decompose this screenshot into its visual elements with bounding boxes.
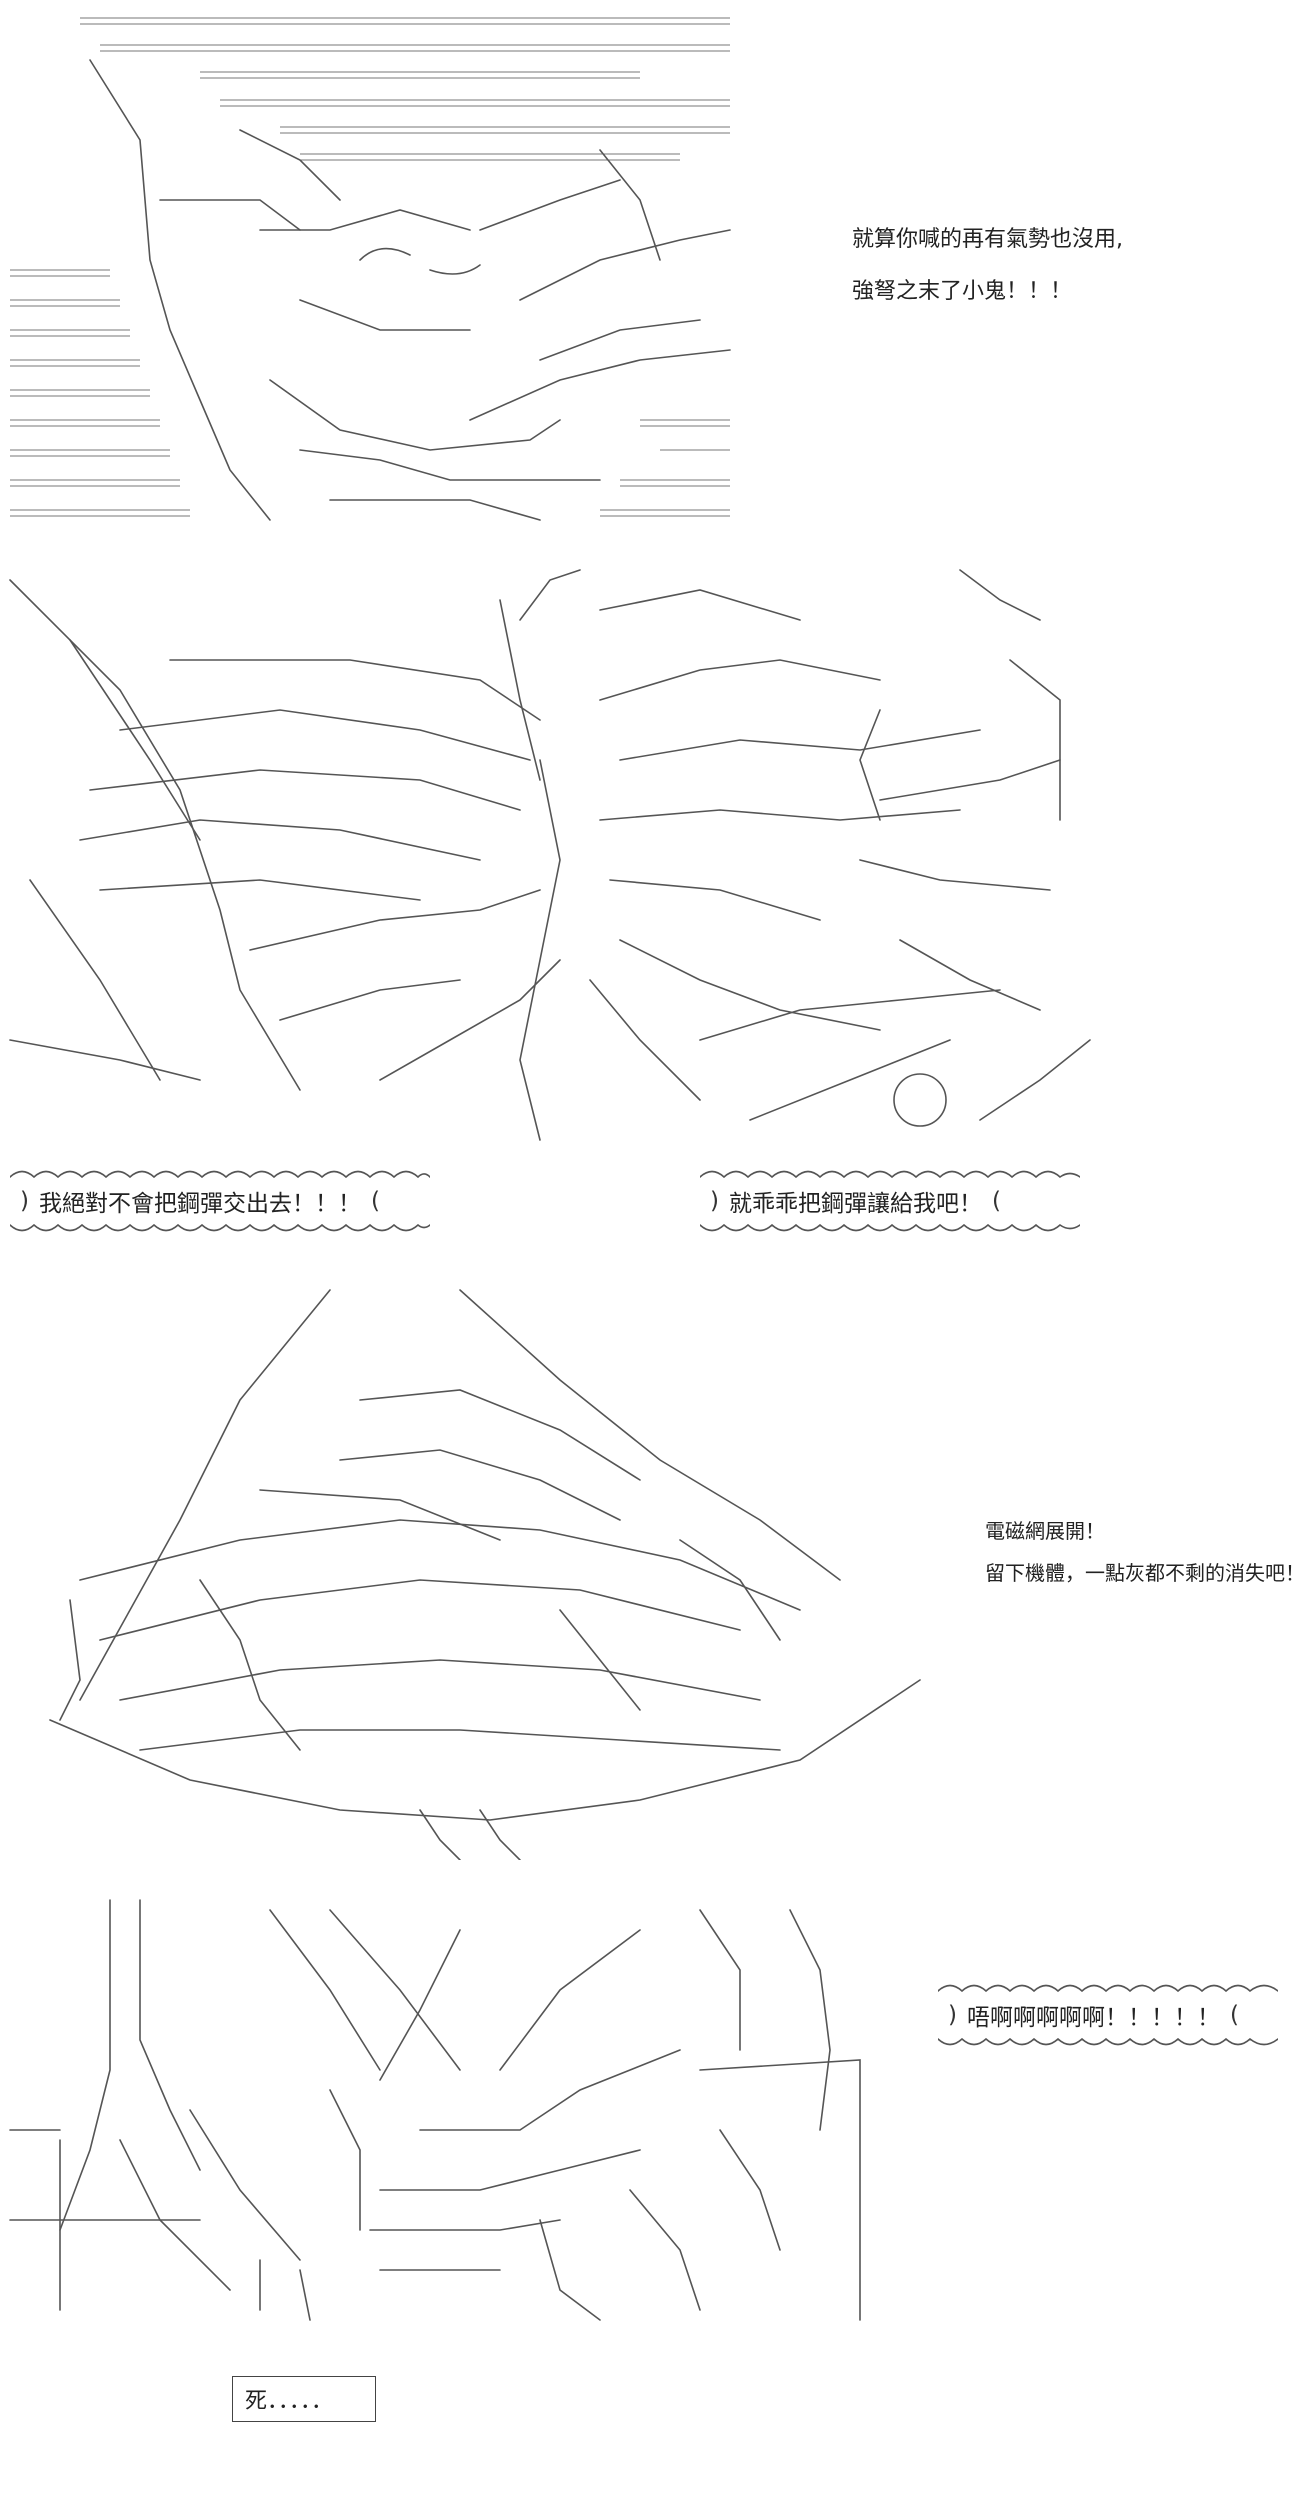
panel-4-art: [0, 1890, 900, 2340]
panel-2-art: [0, 560, 1100, 1160]
panel-2-illustration: [9, 569, 1091, 1141]
panel-1-art: [0, 0, 760, 540]
panel-2-speech-left-text: 我絕對不會把鋼彈交出去！！！: [38, 1191, 361, 1217]
panel-3-line-1: 電磁網展開！: [985, 1519, 1105, 1543]
panel-1-line-1: 就算你喊的再有氣勢也沒用,: [852, 227, 1123, 252]
panel-4-speech-bubble: ) 唔啊啊啊啊啊！！！！！ (: [938, 1984, 1278, 2046]
panel-4-speech-text: 唔啊啊啊啊啊！！！！！: [966, 2005, 1220, 2031]
panel-2-speech-bubble-left: ) 我絕對不會把鋼彈交出去！！！ (: [10, 1170, 430, 1232]
panel-3-illustration: [49, 1289, 921, 1860]
panel-2-speech-bubble-right: ) 就乖乖把鋼彈讓給我吧！ (: [700, 1170, 1080, 1232]
panel-1-line-2: 強弩之末了小鬼！！！: [852, 279, 1073, 304]
panel-2-speech-right-text: 就乖乖把鋼彈讓給我吧！: [728, 1191, 982, 1217]
panel-3-line-2: 留下機體，一點灰都不剩的消失吧！: [985, 1561, 1300, 1585]
panel-4-illustration: [9, 1899, 861, 2321]
panel-5-text: 死．．．．．: [245, 2389, 334, 2414]
panel-3-art: [40, 1280, 940, 1860]
panel-1-illustration: [10, 17, 731, 521]
panel-5-text-box: 死．．．．．: [232, 2376, 376, 2422]
